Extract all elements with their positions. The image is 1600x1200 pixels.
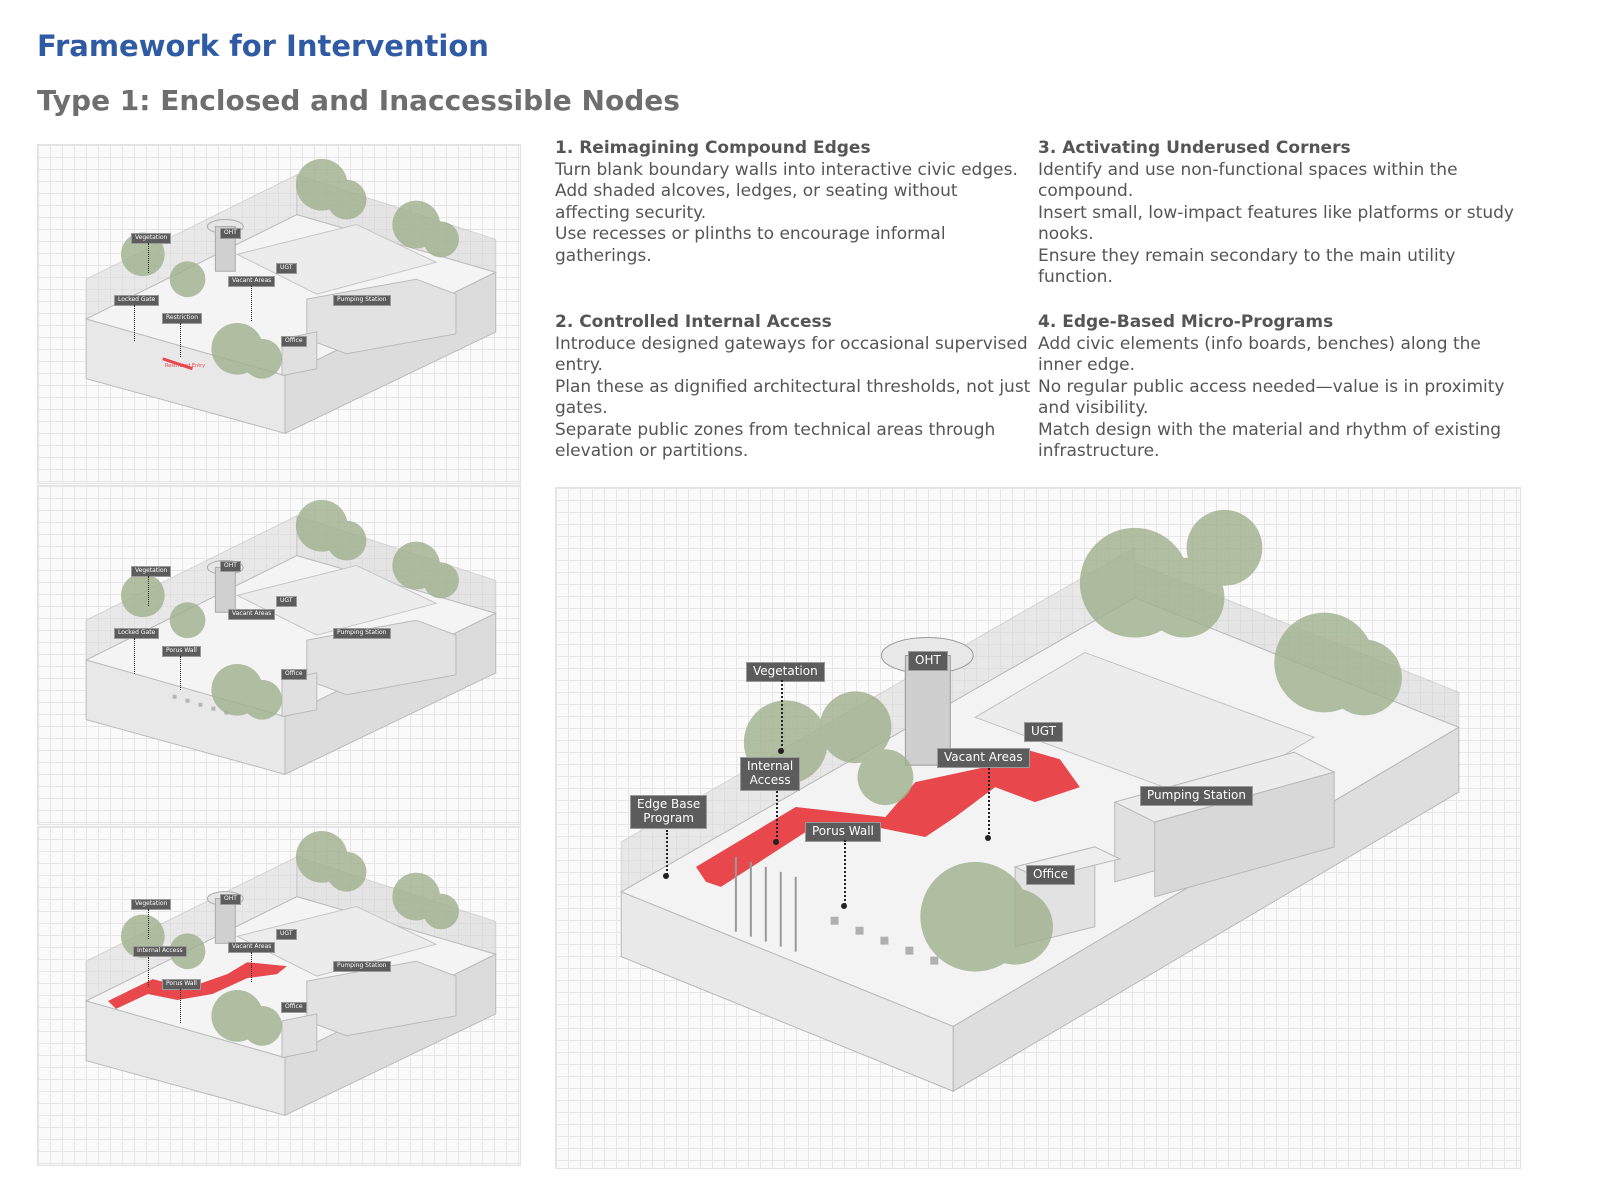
- diagram-main-intervention: Vegetation OHT UGT Internal Access Vacan…: [555, 487, 1521, 1169]
- leader-dot: [773, 839, 779, 845]
- strategy-2-point: Introduce designed gateways for occasion…: [555, 333, 1028, 376]
- leader-line: [148, 243, 149, 273]
- leader-line: [844, 840, 846, 905]
- isometric-compound-drawing: [84, 499, 498, 776]
- strategy-4-point: Match design with the material and rhyth…: [1038, 419, 1502, 462]
- strategy-4-point: Add civic elements (info boards, benches…: [1038, 333, 1481, 376]
- isometric-compound-drawing: [84, 830, 498, 1117]
- label-oht: OHT: [220, 228, 241, 239]
- leader-line: [180, 656, 181, 690]
- label-ugt: UGT: [276, 263, 297, 274]
- label-porus-wall: Porus Wall: [805, 822, 881, 842]
- label-pumping-station: Pumping Station: [333, 628, 391, 639]
- strategy-3-point: Insert small, low-impact features like p…: [1038, 202, 1514, 245]
- label-office: Office: [1026, 865, 1076, 885]
- strategy-2-point: Plan these as dignified architectural th…: [555, 376, 1031, 419]
- leader-line: [988, 768, 990, 838]
- strategy-2-point: Separate public zones from technical are…: [555, 419, 996, 462]
- leader-line: [148, 957, 149, 987]
- label-office: Office: [281, 669, 307, 680]
- strategy-2-heading: 2. Controlled Internal Access: [555, 312, 832, 332]
- leader-line: [251, 952, 252, 982]
- label-locked-gate: Locked Gate: [114, 295, 160, 306]
- label-restriction: Restriction: [162, 313, 202, 324]
- label-porus-wall: Porus Wall: [162, 646, 201, 657]
- label-pumping-station: Pumping Station: [333, 295, 391, 306]
- strategy-4-heading: 4. Edge-Based Micro-Programs: [1038, 312, 1334, 332]
- strategy-3: 3. Activating Underused Corners Identify…: [1038, 138, 1518, 289]
- leader-dot: [663, 873, 669, 879]
- label-vegetation: Vegetation: [131, 899, 172, 910]
- label-office: Office: [281, 336, 307, 347]
- label-vegetation: Vegetation: [131, 233, 172, 244]
- label-porus-wall: Porus Wall: [162, 979, 201, 990]
- strategy-1: 1. Reimagining Compound Edges Turn blank…: [555, 138, 1035, 267]
- leader-line: [148, 909, 149, 939]
- leader-dot: [841, 903, 847, 909]
- strategy-1-point: Use recesses or plinths to encourage inf…: [555, 224, 946, 266]
- label-vacant-areas: Vacant Areas: [228, 609, 276, 620]
- label-oht: OHT: [908, 651, 948, 671]
- label-edge-base-program: Edge Base Program: [630, 795, 708, 829]
- isometric-compound-drawing: [620, 509, 1460, 1093]
- label-vegetation: Vegetation: [131, 566, 172, 577]
- label-internal-access: Internal Access: [740, 757, 801, 791]
- strategy-1-point: Add shaded alcoves, ledges, or seating w…: [555, 181, 958, 223]
- diagram-porous-wall: Vegetation OHT UGT Vacant Areas Locked G…: [37, 485, 521, 825]
- leader-line: [134, 305, 135, 341]
- leader-line: [781, 680, 783, 750]
- isometric-compound-drawing: [84, 158, 498, 435]
- strategy-1-heading: 1. Reimagining Compound Edges: [555, 138, 871, 158]
- strategy-1-point: Turn blank boundary walls into interacti…: [555, 159, 1018, 180]
- label-vacant-areas: Vacant Areas: [937, 748, 1030, 768]
- strategy-3-point: Identify and use non-functional spaces w…: [1038, 159, 1458, 202]
- restricted-entry-marker: Restricted Entry: [165, 363, 206, 369]
- leader-line: [251, 286, 252, 321]
- leader-line: [180, 989, 181, 1023]
- strategy-4: 4. Edge-Based Micro-Programs Add civic e…: [1038, 312, 1518, 463]
- label-oht: OHT: [220, 561, 241, 572]
- label-ugt: UGT: [276, 929, 297, 940]
- label-internal-access: Internal Access: [133, 946, 187, 957]
- leader-line: [180, 323, 181, 357]
- leader-dot: [778, 748, 784, 754]
- label-pumping-station: Pumping Station: [1140, 786, 1253, 806]
- diagram-internal-access: Vegetation OHT Internal Access Vacant Ar…: [37, 826, 521, 1166]
- leader-line: [776, 791, 778, 841]
- label-office: Office: [281, 1002, 307, 1013]
- page-title: Framework for Intervention: [37, 29, 489, 63]
- label-ugt: UGT: [1024, 722, 1063, 742]
- label-ugt: UGT: [276, 596, 297, 607]
- label-vegetation: Vegetation: [746, 662, 825, 682]
- diagram-existing: Vegetation OHT UGT Vacant Areas Locked G…: [37, 144, 521, 484]
- leader-dot: [985, 835, 991, 841]
- strategy-3-heading: 3. Activating Underused Corners: [1038, 138, 1351, 158]
- label-locked-gate: Locked Gate: [114, 628, 160, 639]
- leader-line: [134, 638, 135, 674]
- label-oht: OHT: [220, 894, 241, 905]
- page-subtitle: Type 1: Enclosed and Inaccessible Nodes: [37, 84, 680, 117]
- leader-line: [148, 576, 149, 606]
- strategy-3-point: Ensure they remain secondary to the main…: [1038, 245, 1456, 288]
- strategy-2: 2. Controlled Internal Access Introduce …: [555, 312, 1035, 463]
- label-pumping-station: Pumping Station: [333, 961, 391, 972]
- leader-line: [666, 830, 668, 875]
- strategy-4-point: No regular public access needed—value is…: [1038, 376, 1505, 419]
